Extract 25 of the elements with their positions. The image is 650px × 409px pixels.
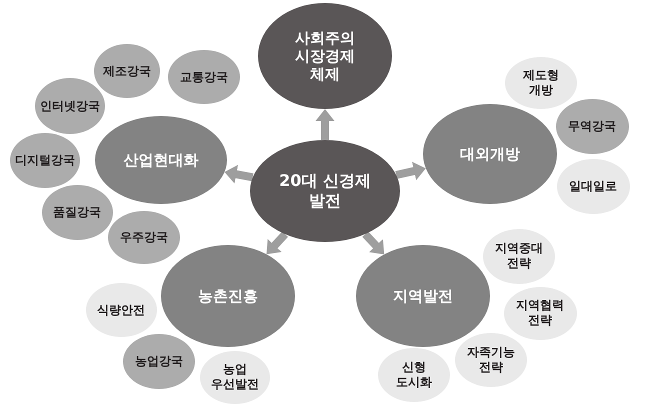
subtopic-circle: 품질강국: [42, 184, 112, 240]
center-ellipse: 20대 신경제 발전: [250, 140, 400, 242]
subtopic-circle: 무역강국: [556, 98, 628, 154]
subtopic-circle: 제조강국: [94, 44, 160, 98]
arrow: [224, 164, 254, 184]
topic-ellipse: 대외개방: [423, 104, 557, 204]
subtopic-circle: 농업강국: [123, 334, 195, 388]
subtopic-circle: 지역중대 전략: [483, 228, 555, 284]
subtopic-circle: 자족기능 전략: [455, 333, 527, 387]
topic-ellipse: 사회주의 시장경제 체제: [258, 3, 392, 109]
subtopic-circle: 디지털강국: [10, 132, 80, 188]
subtopic-circle: 식량안전: [86, 283, 156, 337]
arrow: [395, 162, 427, 180]
subtopic-circle: 교통강국: [168, 50, 240, 104]
arrow: [316, 109, 334, 140]
topic-ellipse: 농촌진흥: [161, 245, 295, 347]
subtopic-circle: 제도형 개방: [505, 57, 577, 109]
topic-ellipse: 산업현대화: [95, 116, 227, 204]
subtopic-circle: 농업 우선발전: [200, 350, 270, 404]
subtopic-circle: 일대일로: [556, 158, 630, 214]
subtopic-circle: 인터넷강국: [35, 78, 105, 134]
subtopic-circle: 우주강국: [108, 210, 180, 264]
subtopic-circle: 지역협력 전략: [504, 286, 576, 340]
subtopic-circle: 신형 도시화: [378, 348, 450, 402]
topic-ellipse: 지역발전: [356, 245, 490, 347]
